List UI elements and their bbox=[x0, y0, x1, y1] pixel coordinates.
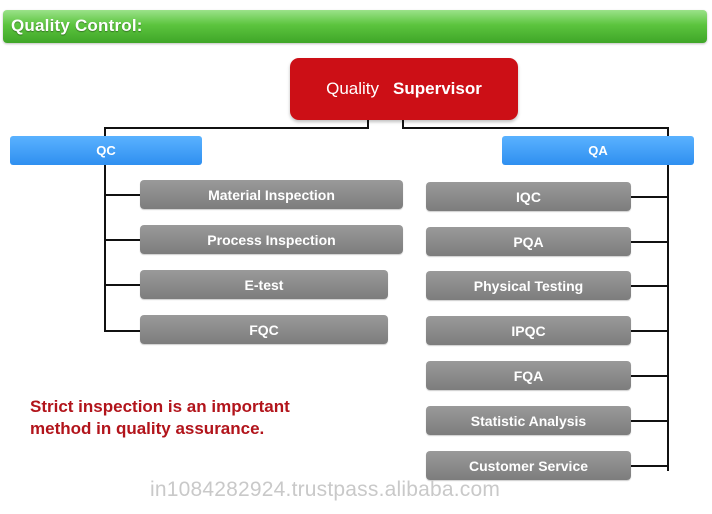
connector-right-horizontal bbox=[402, 127, 669, 129]
qa-item-pqa: PQA bbox=[426, 227, 631, 256]
qc-branch-4 bbox=[104, 330, 140, 332]
qa-spine bbox=[667, 164, 669, 471]
qc-item-e-test: E-test bbox=[140, 270, 388, 299]
qa-branch-1 bbox=[631, 196, 668, 198]
qc-branch-3 bbox=[104, 284, 140, 286]
connector-right-vertical bbox=[402, 120, 404, 129]
supervisor-word-1: Quality bbox=[326, 79, 380, 98]
qa-branch-2 bbox=[631, 241, 668, 243]
qc-branch-2 bbox=[104, 239, 140, 241]
qc-item-fqc: FQC bbox=[140, 315, 388, 344]
qa-item-physical-testing: Physical Testing bbox=[426, 271, 631, 300]
qa-branch-7 bbox=[631, 465, 668, 467]
qa-branch-6 bbox=[631, 420, 668, 422]
note-line-1: Strict inspection is an important bbox=[30, 397, 290, 416]
qc-spine bbox=[104, 164, 106, 332]
qa-item-statistic-analysis: Statistic Analysis bbox=[426, 406, 631, 435]
note-line-2: method in quality assurance. bbox=[30, 419, 265, 438]
connector-left-drop bbox=[104, 127, 106, 137]
watermark-text: in1084282924.trustpass.alibaba.com bbox=[150, 478, 501, 501]
qc-branch-1 bbox=[104, 194, 140, 196]
qc-item-material-inspection: Material Inspection bbox=[140, 180, 403, 209]
supervisor-word-2: Supervisor bbox=[393, 79, 482, 98]
qa-header: QA bbox=[502, 136, 694, 165]
qa-branch-4 bbox=[631, 330, 668, 332]
page-title: Quality Control: bbox=[11, 16, 143, 35]
connector-right-drop bbox=[667, 127, 669, 137]
connector-left-horizontal bbox=[104, 127, 369, 129]
qa-item-customer-service: Customer Service bbox=[426, 451, 631, 480]
qc-item-process-inspection: Process Inspection bbox=[140, 225, 403, 254]
qc-header: QC bbox=[10, 136, 202, 165]
header-bar: Quality Control: bbox=[3, 10, 707, 43]
qa-item-fqa: FQA bbox=[426, 361, 631, 390]
qa-item-iqc: IQC bbox=[426, 182, 631, 211]
quality-note: Strict inspection is an important method… bbox=[30, 396, 290, 440]
connector-left-vertical bbox=[367, 120, 369, 129]
qa-branch-3 bbox=[631, 285, 668, 287]
qa-branch-5 bbox=[631, 375, 668, 377]
quality-supervisor-box: Quality Supervisor bbox=[290, 58, 518, 120]
qa-item-ipqc: IPQC bbox=[426, 316, 631, 345]
